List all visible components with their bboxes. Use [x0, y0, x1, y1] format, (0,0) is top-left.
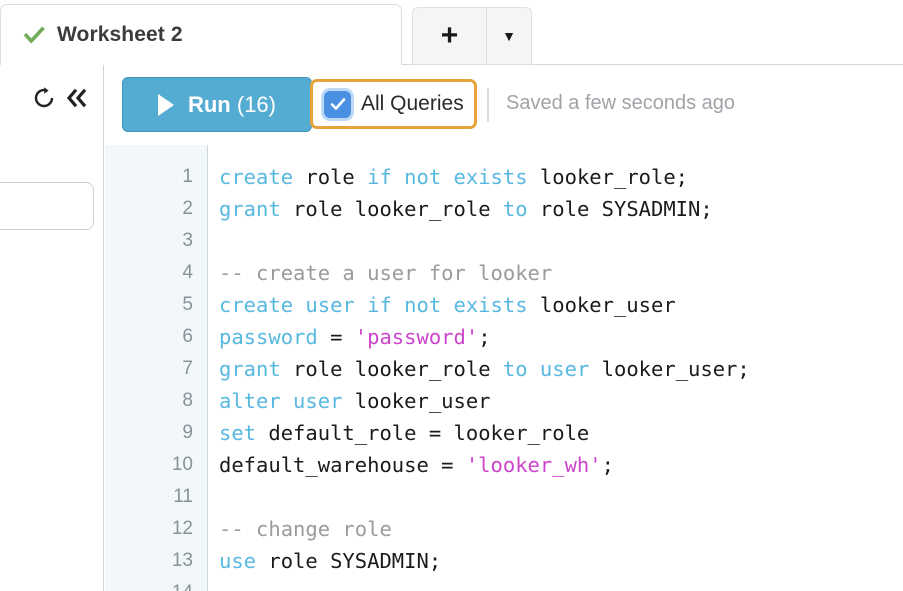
code-line[interactable]: password = 'password'; — [209, 321, 903, 353]
line-numbers: 1234567891011121314 — [105, 161, 207, 591]
code-token: to user — [502, 357, 590, 381]
line-number: 13 — [171, 550, 193, 571]
sql-editor[interactable]: 1234567891011121314 create role if not e… — [105, 145, 903, 591]
code-token: -- create a user for looker — [219, 261, 553, 285]
code-token: default_role = looker_role — [256, 421, 590, 445]
tab-worksheet-2[interactable]: Worksheet 2 — [0, 4, 402, 65]
code-token: to — [502, 197, 528, 221]
plus-icon: + — [440, 19, 459, 52]
code-token: = — [317, 325, 355, 349]
code-token: looker_role; — [527, 165, 689, 189]
add-worksheet-button[interactable]: + — [412, 7, 486, 65]
code-area[interactable]: create role if not exists looker_role;gr… — [209, 145, 903, 591]
line-number: 14 — [105, 577, 207, 591]
line-number: 6 — [182, 326, 193, 347]
all-queries-checkbox-group[interactable]: All Queries — [310, 79, 477, 129]
code-token: looker_user — [342, 389, 491, 413]
code-token: role looker_role — [280, 357, 503, 381]
code-line[interactable]: use role SYSADMIN; — [209, 545, 903, 577]
line-number: 4 — [182, 262, 193, 283]
code-token: role looker_role — [280, 197, 503, 221]
line-number: 7 — [182, 358, 193, 379]
code-token: create — [219, 165, 294, 189]
toolbar-divider — [487, 88, 489, 122]
run-text: Run — [187, 91, 231, 117]
refresh-icon — [34, 87, 54, 108]
run-button-label: Run (16) — [188, 92, 276, 118]
tab-buttons-group: + ▼ — [412, 7, 532, 65]
code-token: create user if not exists — [219, 293, 528, 317]
tab-strip: Worksheet 2 + ▼ — [0, 0, 903, 65]
code-token: 'password' — [354, 325, 479, 349]
code-token: 'looker_wh' — [465, 453, 602, 477]
line-number: 12 — [171, 518, 193, 539]
code-line[interactable] — [209, 577, 903, 591]
double-chevron-left-icon — [66, 88, 87, 108]
code-line[interactable]: alter user looker_user — [209, 385, 903, 417]
collapse-panel-button[interactable] — [61, 83, 91, 113]
tab-label: Worksheet 2 — [57, 23, 183, 46]
run-count-value: (16) — [236, 91, 276, 117]
chevron-down-icon: ▼ — [502, 28, 516, 44]
code-token: use — [219, 549, 257, 573]
code-line[interactable]: default_warehouse = 'looker_wh'; — [209, 449, 903, 481]
code-line[interactable]: create user if not exists looker_user — [209, 289, 903, 321]
code-token: -- change role — [219, 517, 392, 541]
code-token: looker_user — [527, 293, 676, 317]
play-icon — [157, 93, 174, 116]
all-queries-label: All Queries — [361, 92, 464, 115]
line-number: 1 — [182, 166, 193, 187]
code-lines: create role if not exists looker_role;gr… — [209, 161, 903, 591]
code-line[interactable]: grant role looker_role to role SYSADMIN; — [209, 193, 903, 225]
editor-toolbar: Run (16) — [105, 65, 903, 145]
search-input[interactable] — [0, 182, 94, 230]
code-line[interactable]: grant role looker_role to user looker_us… — [209, 353, 903, 385]
line-number: 10 — [171, 454, 193, 475]
run-button[interactable]: Run (16) — [122, 77, 312, 132]
code-line[interactable]: -- create a user for looker — [209, 257, 903, 289]
code-token: default_warehouse = — [219, 453, 466, 477]
code-line[interactable]: set default_role = looker_role — [209, 417, 903, 449]
code-token: role SYSADMIN; — [527, 197, 713, 221]
line-number: 11 — [173, 486, 193, 507]
code-token: grant — [219, 197, 281, 221]
code-token: role SYSADMIN; — [256, 549, 442, 573]
code-token: ; — [601, 453, 614, 477]
all-queries-checkbox[interactable] — [324, 90, 351, 118]
worksheet-menu-button[interactable]: ▼ — [486, 7, 532, 65]
code-token: looker_user; — [589, 357, 750, 381]
line-number: 8 — [182, 390, 193, 411]
line-number: 5 — [182, 294, 193, 315]
left-panel — [0, 65, 104, 591]
refresh-button[interactable] — [29, 83, 59, 113]
code-token: role — [293, 165, 368, 189]
code-line[interactable] — [209, 225, 903, 257]
code-token: grant — [219, 357, 281, 381]
code-line[interactable]: create role if not exists looker_role; — [209, 161, 903, 193]
line-number: 3 — [182, 230, 193, 251]
check-icon — [23, 26, 45, 44]
code-line[interactable] — [209, 481, 903, 513]
checkmark-icon — [330, 98, 345, 110]
code-token: password — [219, 325, 318, 349]
line-number-gutter: 1234567891011121314 — [105, 145, 208, 591]
line-number: 2 — [182, 198, 193, 219]
code-line[interactable]: -- change role — [209, 513, 903, 545]
left-panel-toolbar — [0, 80, 103, 116]
code-token: set — [219, 421, 257, 445]
code-token: ; — [478, 325, 491, 349]
saved-status: Saved a few seconds ago — [506, 92, 736, 114]
code-token: alter user — [219, 389, 343, 413]
line-number: 9 — [182, 422, 193, 443]
code-token: if not exists — [367, 165, 528, 189]
